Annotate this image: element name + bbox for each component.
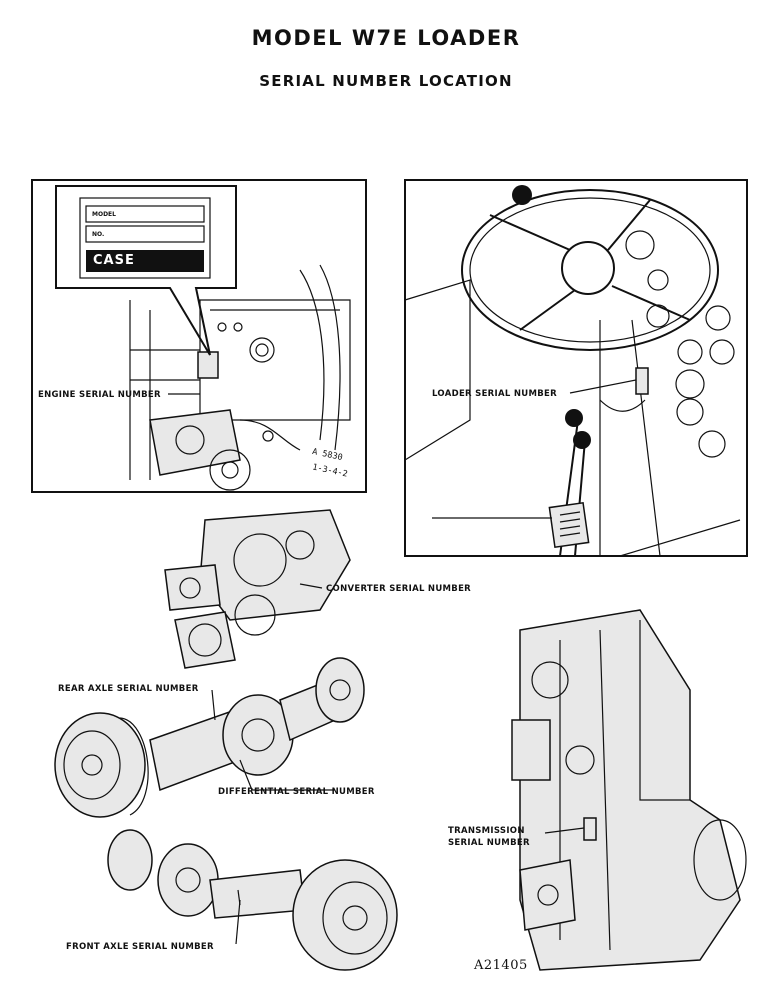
- transmission-illustration: [511, 609, 747, 971]
- figure-code: A21405: [474, 958, 528, 973]
- transmission-serial-label-line2: SERIAL NUMBER: [448, 838, 530, 848]
- page-subtitle: SERIAL NUMBER LOCATION: [259, 72, 513, 90]
- engine-panel: [31, 179, 367, 493]
- loader-panel: [404, 179, 748, 557]
- converter-serial-label: CONVERTER SERIAL NUMBER: [326, 584, 472, 594]
- differential-serial-label: DIFFERENTIAL SERIAL NUMBER: [218, 787, 375, 797]
- page-title: MODEL W7E LOADER: [251, 26, 521, 50]
- plate-number-label: NO.: [92, 231, 105, 238]
- transmission-serial-label-line1: TRANSMISSION: [448, 826, 525, 836]
- front-axle-serial-label: FRONT AXLE SERIAL NUMBER: [66, 942, 214, 952]
- loader-serial-label: LOADER SERIAL NUMBER: [432, 389, 557, 399]
- rear-axle-illustration: [54, 657, 365, 818]
- plate-model-label: MODEL: [92, 211, 116, 218]
- front-axle-illustration: [107, 829, 398, 971]
- case-logo: CASE: [90, 253, 138, 268]
- rear-axle-serial-label: REAR AXLE SERIAL NUMBER: [58, 684, 199, 694]
- converter-illustration: [164, 509, 351, 669]
- engine-serial-label: ENGINE SERIAL NUMBER: [38, 390, 161, 400]
